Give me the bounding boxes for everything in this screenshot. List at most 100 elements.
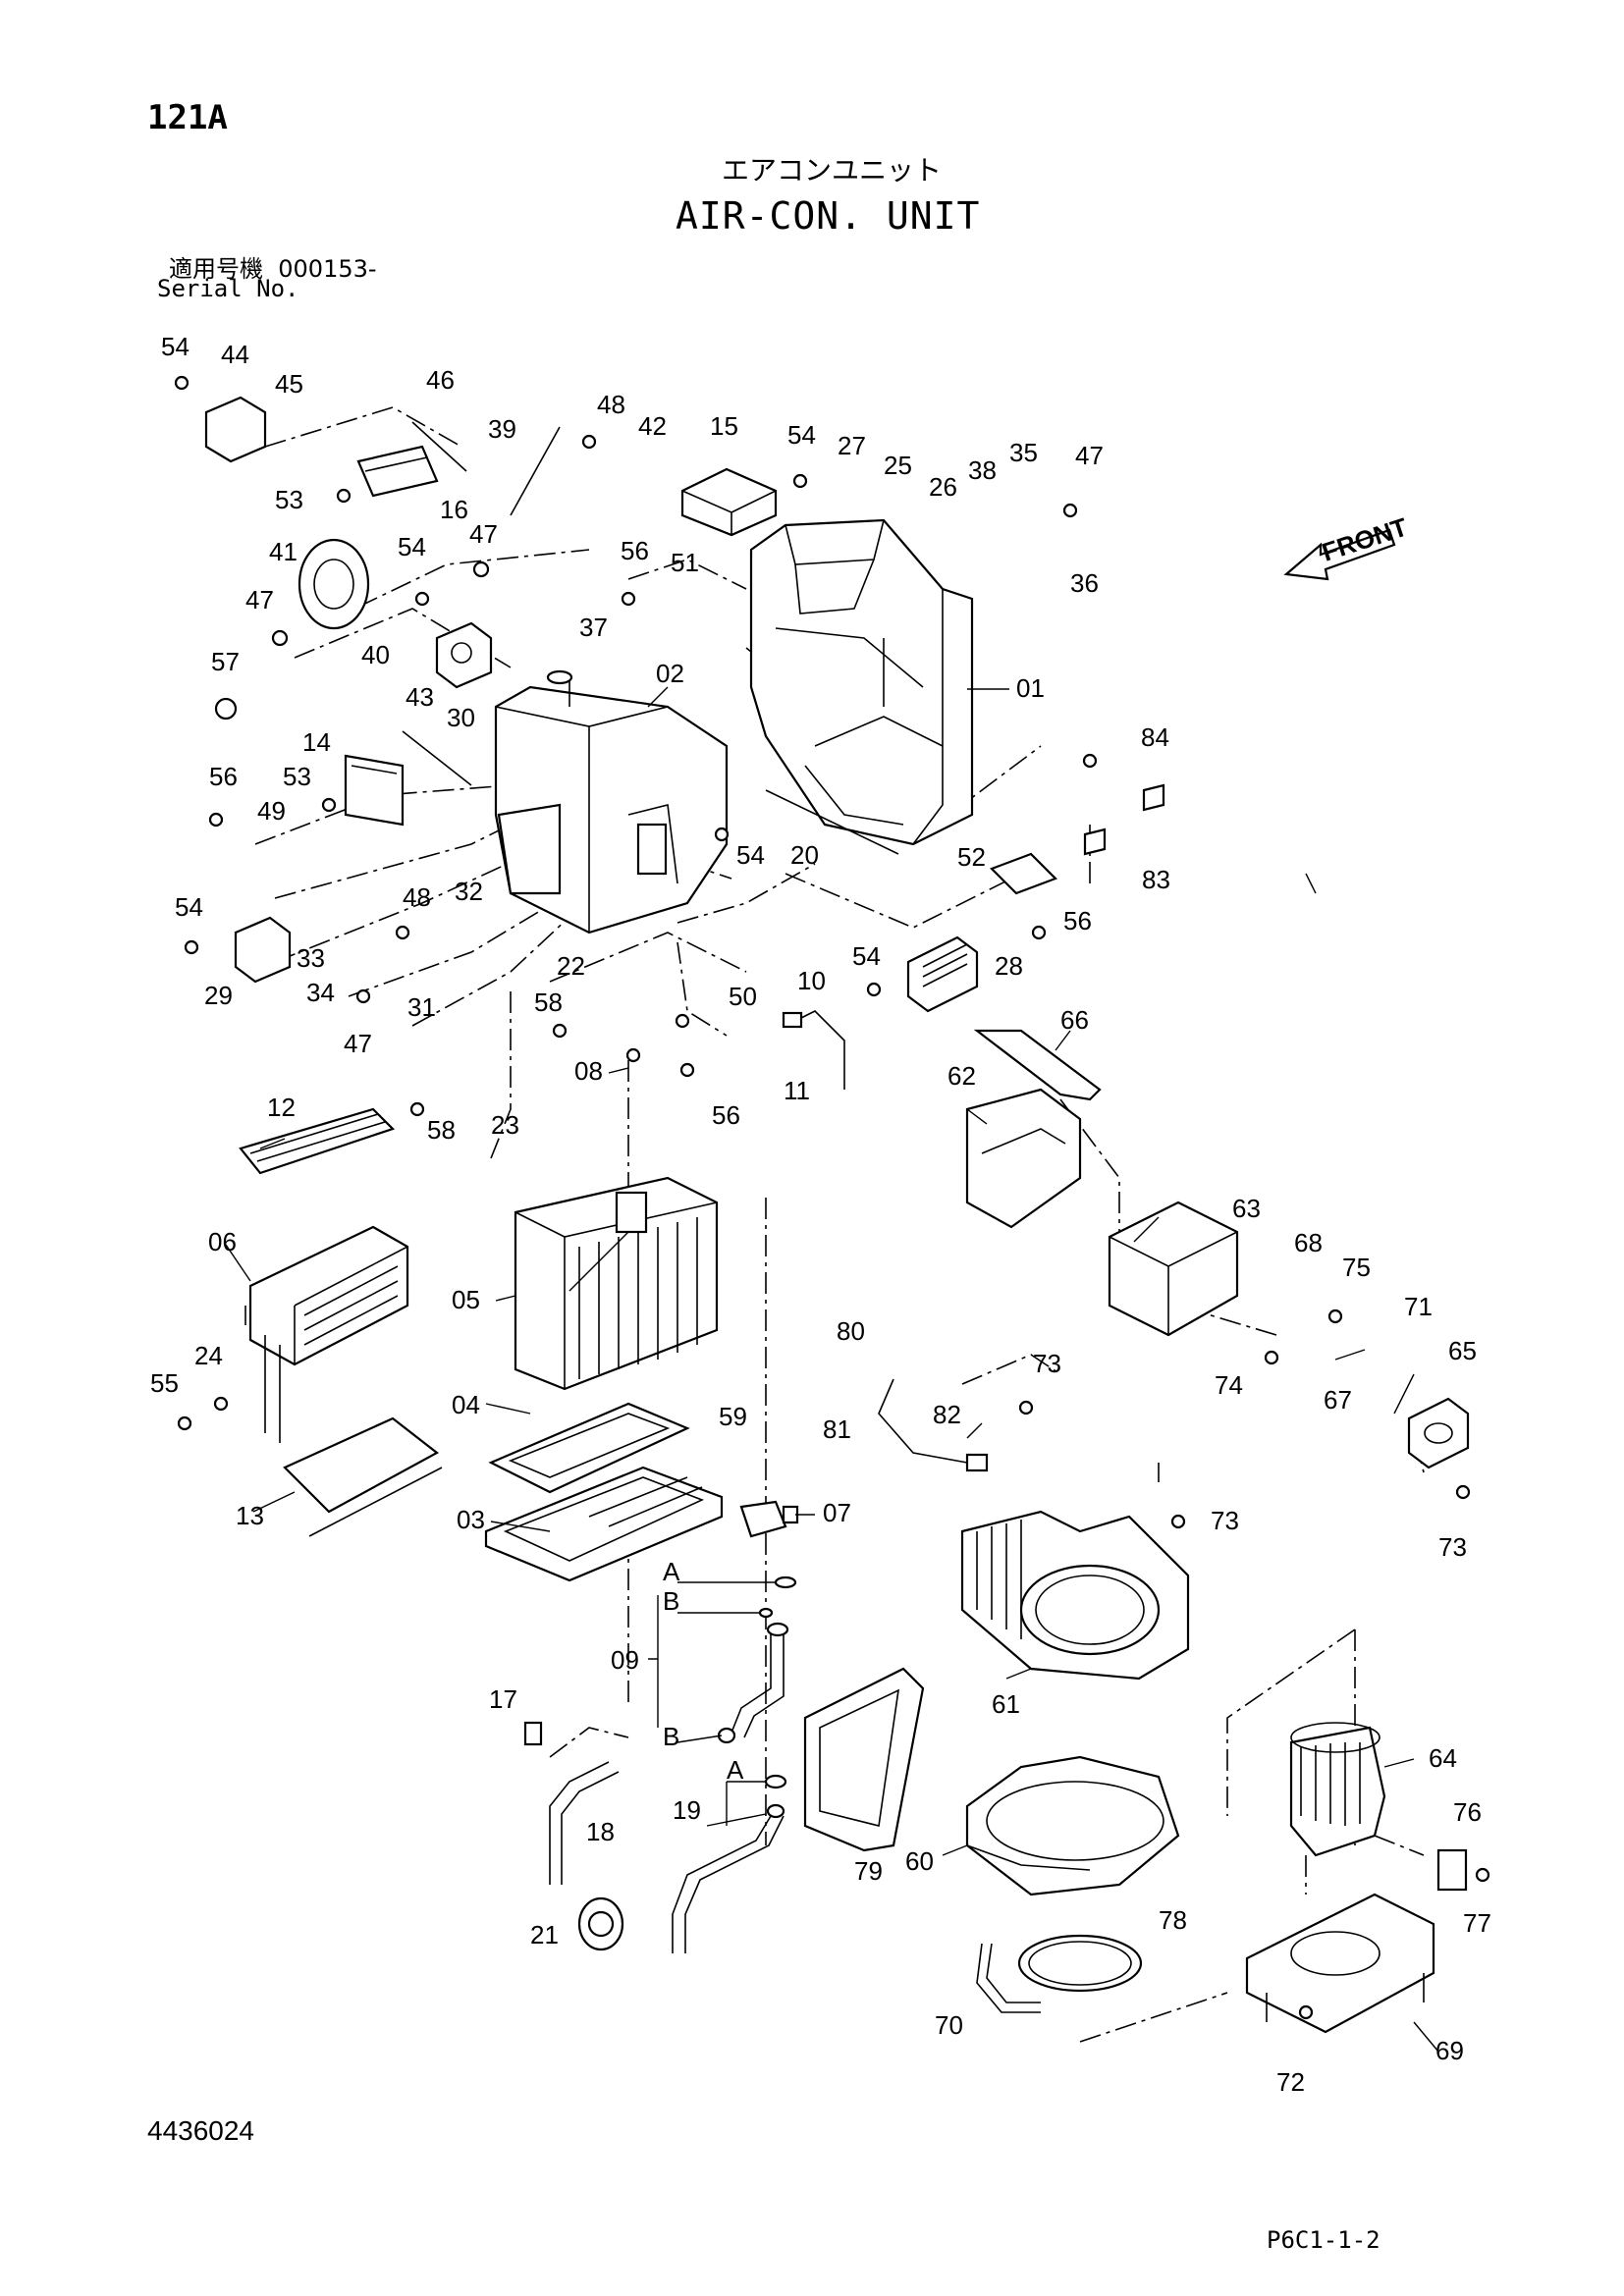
- callout-33: 33: [297, 943, 325, 973]
- marker-a: A: [663, 1557, 680, 1586]
- callout-59: 59: [719, 1402, 747, 1431]
- callout-71: 71: [1404, 1292, 1433, 1321]
- callout-46: 46: [426, 365, 455, 395]
- callout-61: 61: [992, 1689, 1020, 1719]
- marker-b: B: [663, 1586, 679, 1616]
- part-81-harness: [878, 1378, 989, 1472]
- callout-45: 45: [275, 369, 303, 399]
- callout-68: 68: [1294, 1228, 1323, 1257]
- part-79-gasket: [803, 1667, 925, 1852]
- connection-markers: A B B A: [663, 1557, 744, 1785]
- part-20-rod: [765, 789, 899, 855]
- callout-08: 08: [574, 1056, 603, 1086]
- serial-value: 000153-: [278, 255, 377, 283]
- callout-54: 54: [161, 332, 189, 361]
- callout-54: 54: [736, 840, 765, 870]
- part-07-sensor: [739, 1500, 799, 1538]
- callout-83: 83: [1142, 865, 1170, 894]
- callout-42: 42: [638, 411, 667, 441]
- callout-47: 47: [1075, 441, 1104, 470]
- callout-20: 20: [790, 840, 819, 870]
- callout-60: 60: [905, 1846, 934, 1876]
- callout-09: 09: [611, 1645, 639, 1675]
- callout-37: 37: [579, 613, 608, 642]
- serial-label-english: Serial No.: [157, 275, 299, 302]
- callout-64: 64: [1429, 1743, 1457, 1773]
- callout-06: 06: [208, 1227, 237, 1256]
- callout-25: 25: [884, 451, 912, 480]
- callout-53: 53: [283, 762, 311, 791]
- callout-70: 70: [935, 2010, 963, 2040]
- callout-11: 11: [784, 1076, 810, 1105]
- part-09-pipe: [648, 1575, 797, 1744]
- front-label: FRONT: [1319, 511, 1412, 566]
- callout-05: 05: [452, 1285, 480, 1314]
- callout-56: 56: [621, 536, 649, 565]
- callout-22: 22: [557, 951, 585, 981]
- part-04-seal-frame: [488, 1402, 690, 1494]
- part-43-rod: [402, 730, 472, 786]
- callout-57: 57: [211, 647, 240, 676]
- callout-47: 47: [245, 585, 274, 614]
- title-japanese: エアコンユニット: [722, 154, 943, 187]
- marker-b: B: [663, 1722, 679, 1751]
- callout-39: 39: [488, 414, 516, 444]
- callout-26: 26: [929, 472, 957, 502]
- callout-12: 12: [267, 1093, 296, 1122]
- page-reference: P6C1-1-2: [1267, 2226, 1380, 2254]
- part-28-box: [906, 935, 979, 1013]
- part-12-filter: [239, 1107, 396, 1175]
- callout-78: 78: [1159, 1905, 1187, 1935]
- callout-32: 32: [455, 877, 483, 906]
- callout-43: 43: [406, 682, 434, 712]
- part-15-cover: [680, 467, 778, 537]
- callout-14: 14: [302, 727, 331, 757]
- part-62-bracket: [965, 1088, 1082, 1229]
- callout-76: 76: [1453, 1797, 1482, 1827]
- callout-54: 54: [787, 420, 816, 450]
- part-21-grommet: [577, 1896, 624, 1951]
- callout-75: 75: [1342, 1253, 1371, 1282]
- callout-41: 41: [269, 537, 298, 566]
- leader-lines: [225, 686, 1439, 2053]
- callout-73: 73: [1033, 1349, 1061, 1378]
- callout-82: 82: [933, 1400, 961, 1429]
- callout-80: 80: [837, 1316, 865, 1346]
- callout-38: 38: [968, 455, 997, 485]
- callout-74: 74: [1215, 1370, 1243, 1400]
- part-18-hose: [549, 1761, 620, 1885]
- page-code: 121A: [147, 98, 228, 137]
- callout-24: 24: [194, 1341, 223, 1370]
- part-callouts: 01 02 03 04 05 06 07 08 09 10 11 12 13 1…: [150, 332, 1491, 2097]
- callout-48: 48: [403, 882, 431, 912]
- front-direction-arrow: FRONT: [1283, 511, 1412, 581]
- callout-53: 53: [275, 485, 303, 514]
- callout-16: 16: [440, 495, 468, 524]
- part-29-actuator: [234, 916, 292, 984]
- part-16-plate: [356, 445, 439, 498]
- title-english: AIR-CON. UNIT: [676, 194, 981, 238]
- serial-label-jp: 適用号機: [169, 255, 263, 283]
- callout-81: 81: [823, 1415, 851, 1444]
- part-46-rod: [411, 421, 467, 472]
- callout-67: 67: [1324, 1385, 1352, 1415]
- part-39-rod: [510, 426, 561, 516]
- part-03-drain-pan: [484, 1466, 724, 1582]
- callout-50: 50: [729, 982, 757, 1011]
- callout-63: 63: [1232, 1194, 1261, 1223]
- callout-84: 84: [1141, 722, 1169, 752]
- callout-31: 31: [407, 992, 436, 1022]
- part-63-case: [1108, 1201, 1239, 1337]
- callout-27: 27: [838, 431, 866, 460]
- callout-44: 44: [221, 340, 249, 369]
- callout-47: 47: [344, 1029, 372, 1058]
- callout-40: 40: [361, 640, 390, 669]
- part-17-switch: [523, 1721, 543, 1746]
- callout-15: 15: [710, 411, 738, 441]
- callout-66: 66: [1060, 1005, 1089, 1035]
- callout-18: 18: [586, 1817, 615, 1846]
- marker-a: A: [727, 1755, 744, 1785]
- callout-48: 48: [597, 390, 625, 419]
- callout-47: 47: [469, 519, 498, 549]
